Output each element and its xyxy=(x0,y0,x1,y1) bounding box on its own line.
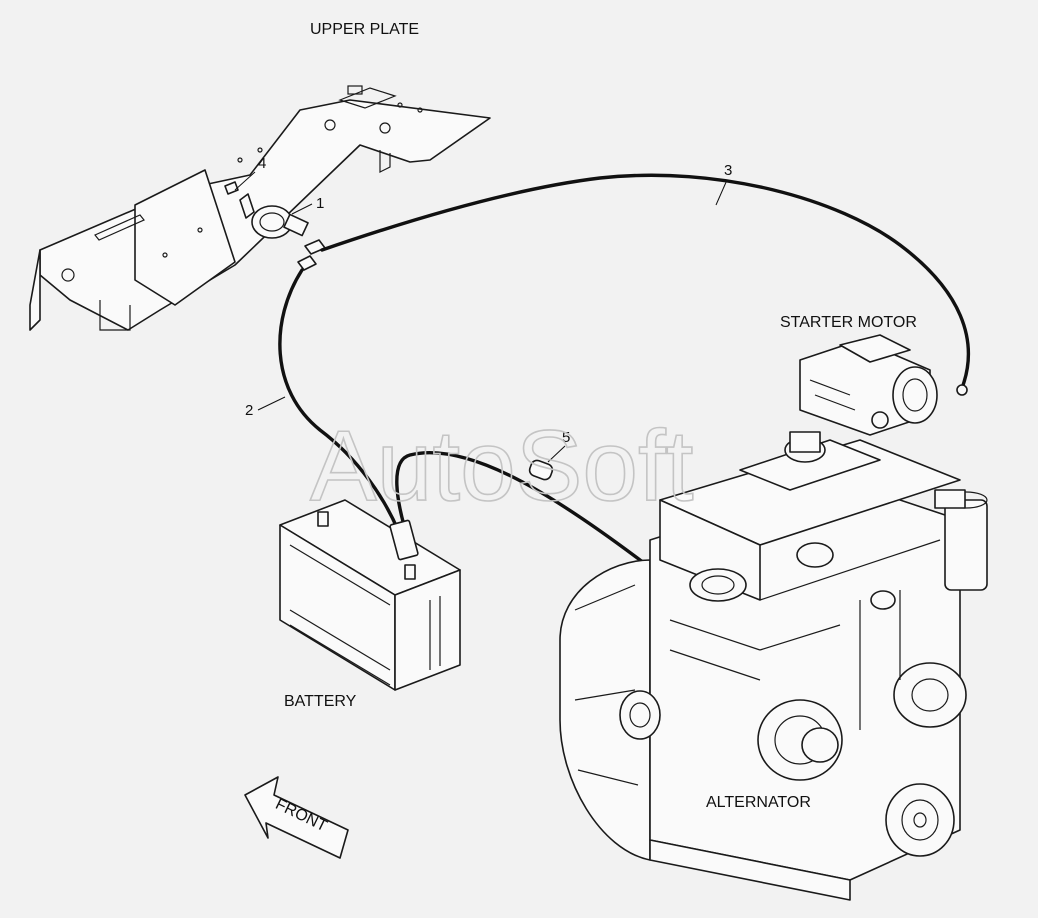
starter-terminal xyxy=(956,384,968,396)
leader-4 xyxy=(234,171,256,191)
callout-4: 4 xyxy=(258,155,266,172)
battery-label: BATTERY xyxy=(284,693,357,710)
leader-2 xyxy=(257,396,286,411)
callout-5: 5 xyxy=(562,429,570,446)
callout-2: 2 xyxy=(245,402,253,419)
cable-3 xyxy=(320,173,971,390)
watermark: AutoSoft xyxy=(310,410,694,522)
upper-plate xyxy=(29,85,491,331)
leader-5 xyxy=(547,445,566,463)
front-direction-arrow: FRONT xyxy=(244,776,349,859)
callout-3: 3 xyxy=(724,162,732,179)
engine xyxy=(559,431,988,901)
clip-item-4 xyxy=(224,181,239,195)
battery-switch xyxy=(239,193,326,271)
battery xyxy=(279,499,461,691)
upper-plate-label: UPPER PLATE xyxy=(310,21,419,38)
alternator-label: ALTERNATOR xyxy=(706,794,811,811)
starter-motor xyxy=(799,334,938,436)
cable-clamp-5 xyxy=(528,459,554,481)
callout-1: 1 xyxy=(316,195,324,212)
starter-motor-label: STARTER MOTOR xyxy=(780,314,917,331)
leader-1 xyxy=(291,203,313,215)
cable-2 xyxy=(278,268,400,532)
leader-3 xyxy=(715,179,728,206)
